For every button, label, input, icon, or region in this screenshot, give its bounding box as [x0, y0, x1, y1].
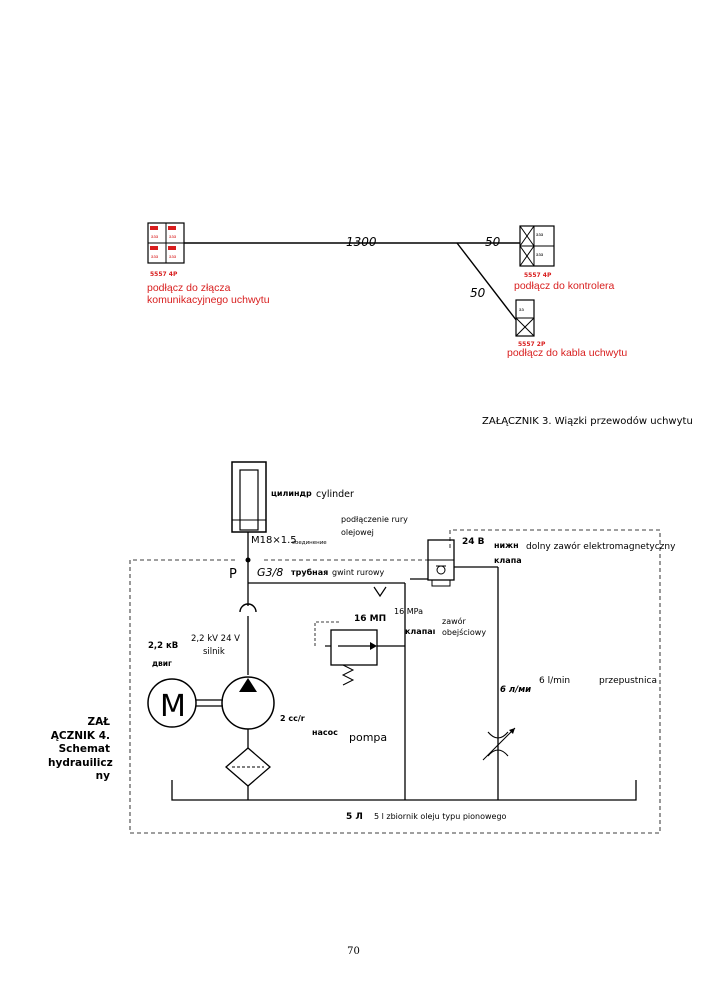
tank-label: 5 l zbiornik oleju typu pionowego	[374, 812, 507, 821]
filter-symbol	[225, 747, 271, 800]
wiring-harness: ааа ааа ааа ааа 5557 4P 1300 50 50 ааа а…	[147, 222, 693, 427]
pressure-ru-label: 16 МП	[354, 614, 386, 624]
connector-right-bottom-code: 5557 2P	[518, 341, 546, 348]
pump-symbol	[221, 676, 275, 748]
check-arrow-icon	[373, 586, 387, 598]
displacement-label: 2 cc/r	[280, 714, 305, 723]
ru-valve-label: клапаı	[405, 627, 436, 636]
connector-right-top-code: 5557 4P	[524, 272, 552, 279]
thread-spec-label: G3/8	[257, 566, 283, 579]
caption-harness: ZAŁĄCZNIK 3. Wiązki przewodów uchwytu	[482, 415, 693, 427]
relief-valve-line1: zawór	[442, 616, 467, 626]
ru-pump-label: насос	[312, 728, 338, 737]
pipe-connection-line1: podłączenie rury	[341, 515, 408, 524]
length-top-right-label: 50	[485, 235, 501, 249]
connector-right-top-4p: ааа ааа	[519, 225, 555, 267]
ru-lower-line2: клапа	[494, 556, 522, 565]
connector-left-4p: ааа ааа ааа ааа	[147, 222, 185, 264]
motor-symbol: M	[147, 678, 223, 728]
pipe-thread-label: gwint rurowy	[332, 568, 385, 577]
svg-text:ааа: ааа	[169, 254, 177, 259]
page-number: 70	[347, 946, 360, 957]
relief-valve-line2: obejściowy	[442, 627, 486, 637]
pressure-label: 16 MPa	[394, 607, 423, 616]
flow-label: 6 l/min	[539, 676, 570, 686]
appendix-4-side-label: ZAŁ ĄCZNIK 4. Schemat hydrauilicz ny	[48, 716, 113, 784]
throttle-symbol	[482, 727, 516, 761]
connector-left-code: 5557 4P	[150, 271, 178, 278]
length-branch-label: 50	[470, 286, 486, 300]
power-ru-label: 2,2 кВ	[148, 641, 178, 651]
side-label-line: ZAŁ	[87, 716, 110, 728]
connector-right-bottom-2p: аа	[515, 299, 535, 337]
ru-connection-label: соединение	[292, 540, 327, 546]
svg-text:ааа: ааа	[536, 252, 544, 257]
motor-symbol-letter: M	[160, 689, 186, 724]
ru-cylinder-label: цилиндр	[271, 489, 312, 498]
svg-text:ааа: ааа	[536, 232, 544, 237]
pipe-connection-line2: olejowej	[341, 528, 374, 537]
label-left-connector-line1: podłącz do złącza	[147, 282, 231, 294]
motor-spec-line2: silnik	[203, 647, 225, 657]
tank-symbol	[171, 780, 637, 801]
ru-motor-label: двиг	[152, 659, 172, 668]
svg-text:ааа: ааа	[151, 254, 159, 259]
side-label-line: ĄCZNIK 4.	[50, 729, 110, 742]
side-label-line: hydrauilicz	[48, 756, 113, 769]
label-left-connector-line2: komunikacyjnego uchwytu	[147, 294, 270, 306]
quick-coupling	[239, 603, 257, 675]
pump-label: pompa	[349, 731, 387, 744]
side-label-line: ny	[95, 770, 110, 782]
hydraulic-schematic: цилиндр cylinder M18×1.5 соединение podł…	[129, 461, 676, 834]
ru-pipe-label: трубная	[291, 567, 328, 577]
side-label-line: Schemat	[58, 743, 110, 755]
tank-ru-label: 5 Л	[346, 812, 363, 822]
branch-wire	[456, 242, 521, 326]
relief-valve-symbol	[314, 621, 405, 686]
port-p-label: P	[229, 567, 237, 582]
svg-text:ааа: ааа	[151, 234, 159, 239]
cylinder-symbol	[231, 461, 267, 533]
flow-ru-label: 6 л/ми	[500, 685, 531, 695]
motor-spec-line1: 2,2 kV 24 V	[191, 634, 240, 644]
length-main-label: 1300	[346, 235, 377, 249]
svg-text:ааа: ааа	[169, 234, 177, 239]
label-controller: podłącz do kontrolera	[514, 280, 615, 292]
dashed-boundary	[129, 529, 661, 834]
fitting-spec-label: M18×1.5	[251, 535, 297, 546]
solenoid-valve-label: dolny zawór elektromagnetyczny	[526, 541, 676, 552]
solenoid-valve-symbol	[410, 539, 498, 587]
label-cable: podłącz do kabla uchwytu	[507, 347, 627, 359]
ru-lower-line1: нижн	[494, 541, 519, 550]
throttle-label: przepustnica	[599, 676, 657, 686]
svg-text:аа: аа	[519, 307, 524, 312]
cylinder-label: cylinder	[316, 489, 354, 500]
junction-dot	[245, 557, 251, 563]
voltage-valve-label: 24 В	[462, 537, 485, 547]
